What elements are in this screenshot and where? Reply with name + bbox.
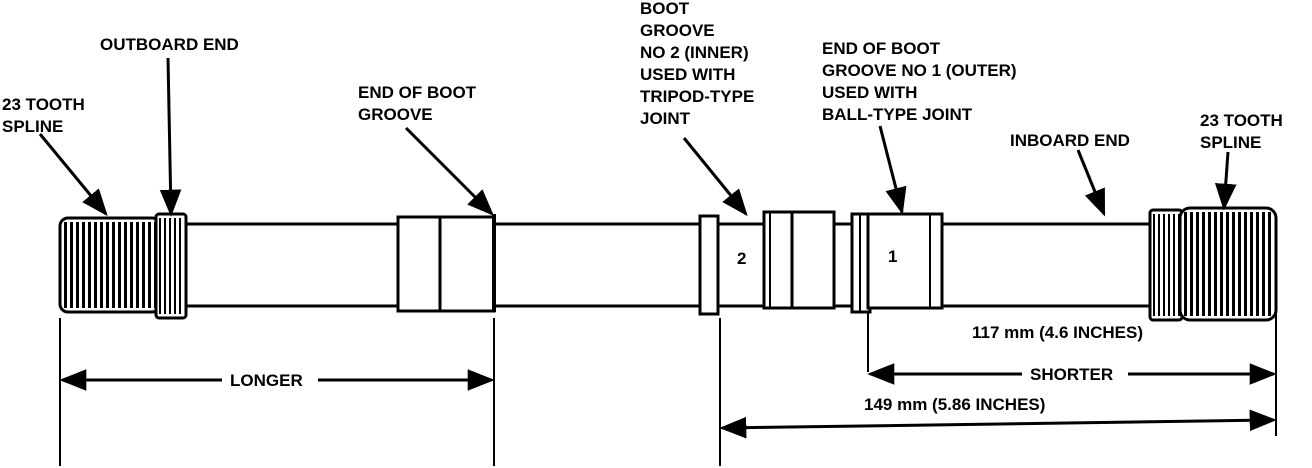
boot-groove-1	[850, 212, 944, 314]
dim-149-label: 149 mm (5.86 INCHES)	[864, 395, 1045, 414]
dim-shorter-label: SHORTER	[1030, 365, 1113, 384]
dimension-lines: LONGER 117 mm (4.6 INCHES) SHORTER 149 m…	[59, 300, 1277, 466]
leader-boot-groove-2	[682, 137, 748, 217]
boot-groove-2	[698, 210, 836, 316]
leader-spline-left	[38, 133, 108, 217]
label-outboard-end: OUTBOARD END	[100, 35, 239, 54]
label-inboard-end: INBOARD END	[1010, 131, 1130, 150]
dim-longer-label: LONGER	[230, 371, 303, 390]
groove-number-1: 1	[888, 247, 897, 266]
right-spline	[1148, 206, 1278, 322]
leader-outboard-end	[159, 57, 182, 217]
groove-number-2: 2	[737, 249, 746, 268]
label-boot-groove-2: BOOT GROOVE NO 2 (INNER) USED WITH TRIPO…	[640, 0, 759, 128]
label-spline-right: 23 TOOTH SPLINE	[1200, 111, 1288, 152]
leader-inboard-end	[1076, 149, 1106, 217]
leader-spline-right	[1214, 151, 1237, 211]
leader-end-boot-groove	[404, 126, 494, 216]
leader-lines	[38, 57, 1237, 217]
label-spline-left: 23 TOOTH SPLINE	[2, 95, 90, 136]
shaft: 2 1	[58, 206, 1278, 322]
label-end-boot-groove: END OF BOOT GROOVE	[358, 83, 481, 124]
dim-117-label: 117 mm (4.6 INCHES)	[972, 323, 1143, 342]
left-spline	[58, 212, 188, 320]
label-boot-groove-1: END OF BOOT GROOVE NO 1 (OUTER) USED WIT…	[822, 39, 1021, 124]
boot-groove-outboard	[396, 214, 496, 313]
leader-boot-groove-1	[878, 125, 907, 215]
